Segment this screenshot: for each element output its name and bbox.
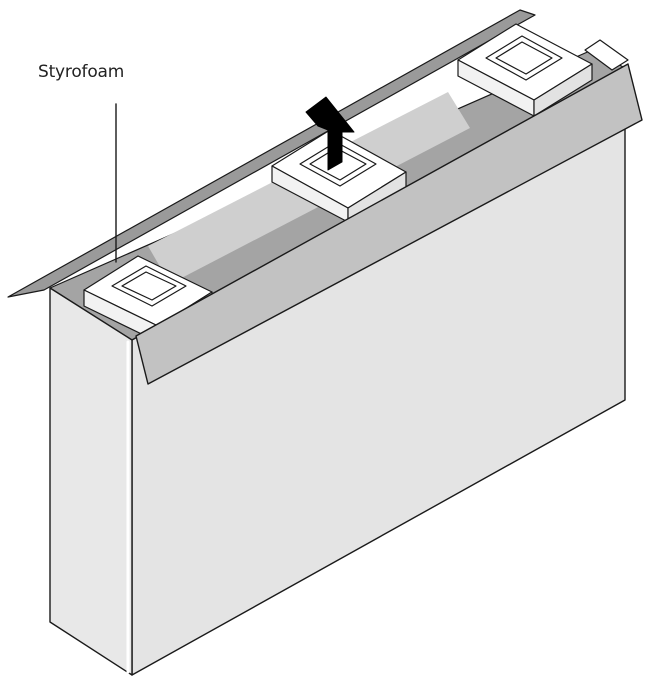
back-flap bbox=[7, 9, 536, 298]
front-flap bbox=[135, 63, 643, 385]
styrofoam-callout-label: Styrofoam bbox=[38, 62, 125, 82]
lift-arrow-icon bbox=[305, 96, 355, 171]
box-left-face bbox=[49, 287, 133, 676]
styrofoam-block-right bbox=[457, 23, 593, 117]
styrofoam-block-middle bbox=[271, 129, 407, 223]
side-flap bbox=[584, 39, 629, 71]
